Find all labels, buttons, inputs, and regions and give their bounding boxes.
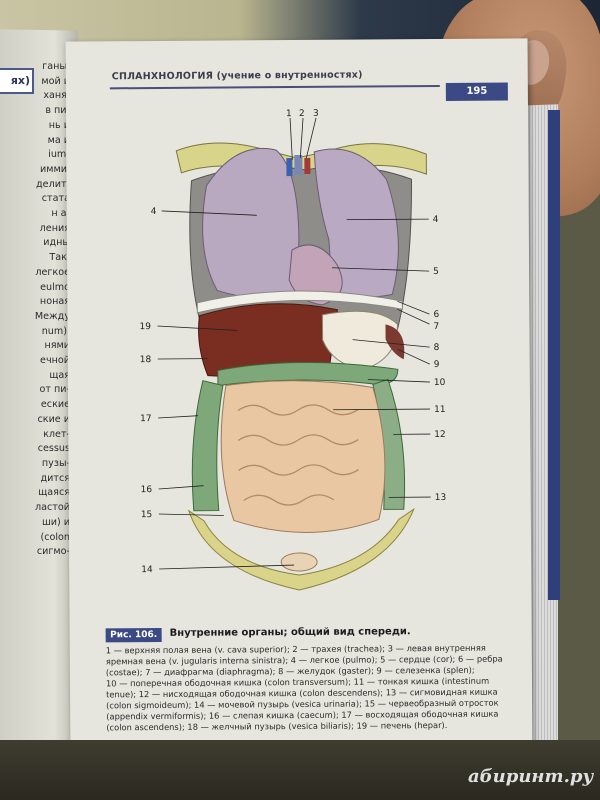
left-page-line: пузы-: [41, 457, 70, 469]
small-intestine: [220, 380, 386, 533]
left-page-line: мой и: [41, 75, 70, 87]
left-page-text: ганы, мой и ханя, в пи-нь и ма и ium) имми. дел…: [0, 60, 70, 560]
left-page-line: ганы,: [42, 61, 70, 72]
left-page-line: щаяся: [38, 487, 70, 499]
callout-8: 8: [434, 343, 440, 353]
left-page-line: н а-: [51, 208, 70, 220]
callout-13: 13: [435, 493, 447, 503]
left-page-line: нями: [44, 340, 70, 352]
callout-14: 14: [141, 565, 153, 575]
figure-caption: 1 — верхняя полая вена (v. cava superior…: [106, 643, 507, 734]
left-page-line: eulmo: [40, 281, 70, 293]
callout-16: 16: [141, 485, 153, 495]
left-page-line: (colon: [40, 531, 70, 543]
page-edge-band: [548, 110, 560, 600]
callout-17: 17: [140, 414, 152, 424]
callout-1: 1: [286, 109, 292, 119]
left-page-line: ления: [39, 222, 70, 234]
watermark: абиринт.ру: [468, 766, 594, 787]
left-page-line: дится: [40, 472, 70, 484]
intestine-loops: [237, 404, 359, 506]
left-page-line: Между: [34, 310, 70, 322]
left-page-line: ечной: [40, 355, 70, 367]
callout-4-left: 4: [151, 207, 157, 217]
callout-11: 11: [434, 405, 446, 415]
left-page-line: стата: [41, 193, 70, 205]
callout-3: 3: [313, 109, 319, 119]
left-page-line: легкое: [35, 266, 70, 278]
left-page-line: нь и: [48, 119, 70, 131]
callout-2: 2: [299, 109, 305, 119]
callout-6: 6: [433, 310, 439, 320]
callout-5: 5: [433, 267, 439, 277]
left-page-line: сигмо-: [36, 546, 70, 558]
background-surface: [0, 740, 600, 800]
bladder: [280, 552, 318, 572]
trachea: [294, 154, 303, 176]
left-page-line: num).: [41, 325, 70, 337]
callout-7: 7: [433, 322, 439, 332]
callout-10: 10: [434, 378, 446, 388]
figure-title: Внутренние органы; общий вид спереди.: [169, 626, 411, 639]
callout-12: 12: [434, 430, 446, 440]
left-page-line: клет-: [43, 428, 70, 440]
anatomy-figure: 1 2 3 4 4 5 6 7 8 9 10 11 12 13 14 15 16…: [139, 109, 447, 591]
left-page-line: Так,: [49, 252, 70, 264]
left-page-heading: ях): [0, 68, 34, 94]
ascending-colon: [191, 380, 224, 512]
callout-4-right: 4: [433, 215, 439, 225]
pelvis: [187, 507, 415, 591]
right-lung: [202, 147, 300, 300]
left-page-line: от пи-: [39, 384, 70, 396]
callout-19: 19: [139, 322, 151, 332]
left-page-line: ши) и: [41, 516, 70, 528]
diaphragm: [196, 290, 403, 314]
callout-9: 9: [434, 360, 440, 370]
left-page-line: еские: [40, 399, 70, 411]
left-lung: [313, 148, 399, 298]
left-page-line: делит-: [36, 178, 70, 190]
caption-line: (colon ascendens); 18 — желчный пузырь (…: [106, 719, 448, 733]
left-page-line: cessus: [37, 443, 70, 455]
left-page-line: имми.: [40, 163, 70, 175]
book-page: СПЛАНХНОЛОГИЯ (учение о внутренностях) 1…: [65, 38, 533, 757]
left-page-line: в пи-: [45, 105, 70, 117]
left-page-line: ластой: [35, 502, 70, 514]
left-page-line: ханя,: [43, 90, 70, 102]
callout-18: 18: [140, 355, 152, 365]
vena-cava: [286, 158, 293, 177]
jugular-vein: [304, 157, 311, 174]
figure-label: Рис. 106.: [105, 627, 162, 643]
callout-15: 15: [141, 510, 153, 520]
left-page-line: щая: [49, 369, 70, 381]
left-page-line: ium): [48, 149, 70, 161]
left-page-line: идны: [43, 237, 70, 249]
left-page-line: ма и: [47, 134, 70, 146]
left-page-line: ские и: [37, 413, 71, 425]
left-page-line: ноная: [39, 296, 70, 308]
